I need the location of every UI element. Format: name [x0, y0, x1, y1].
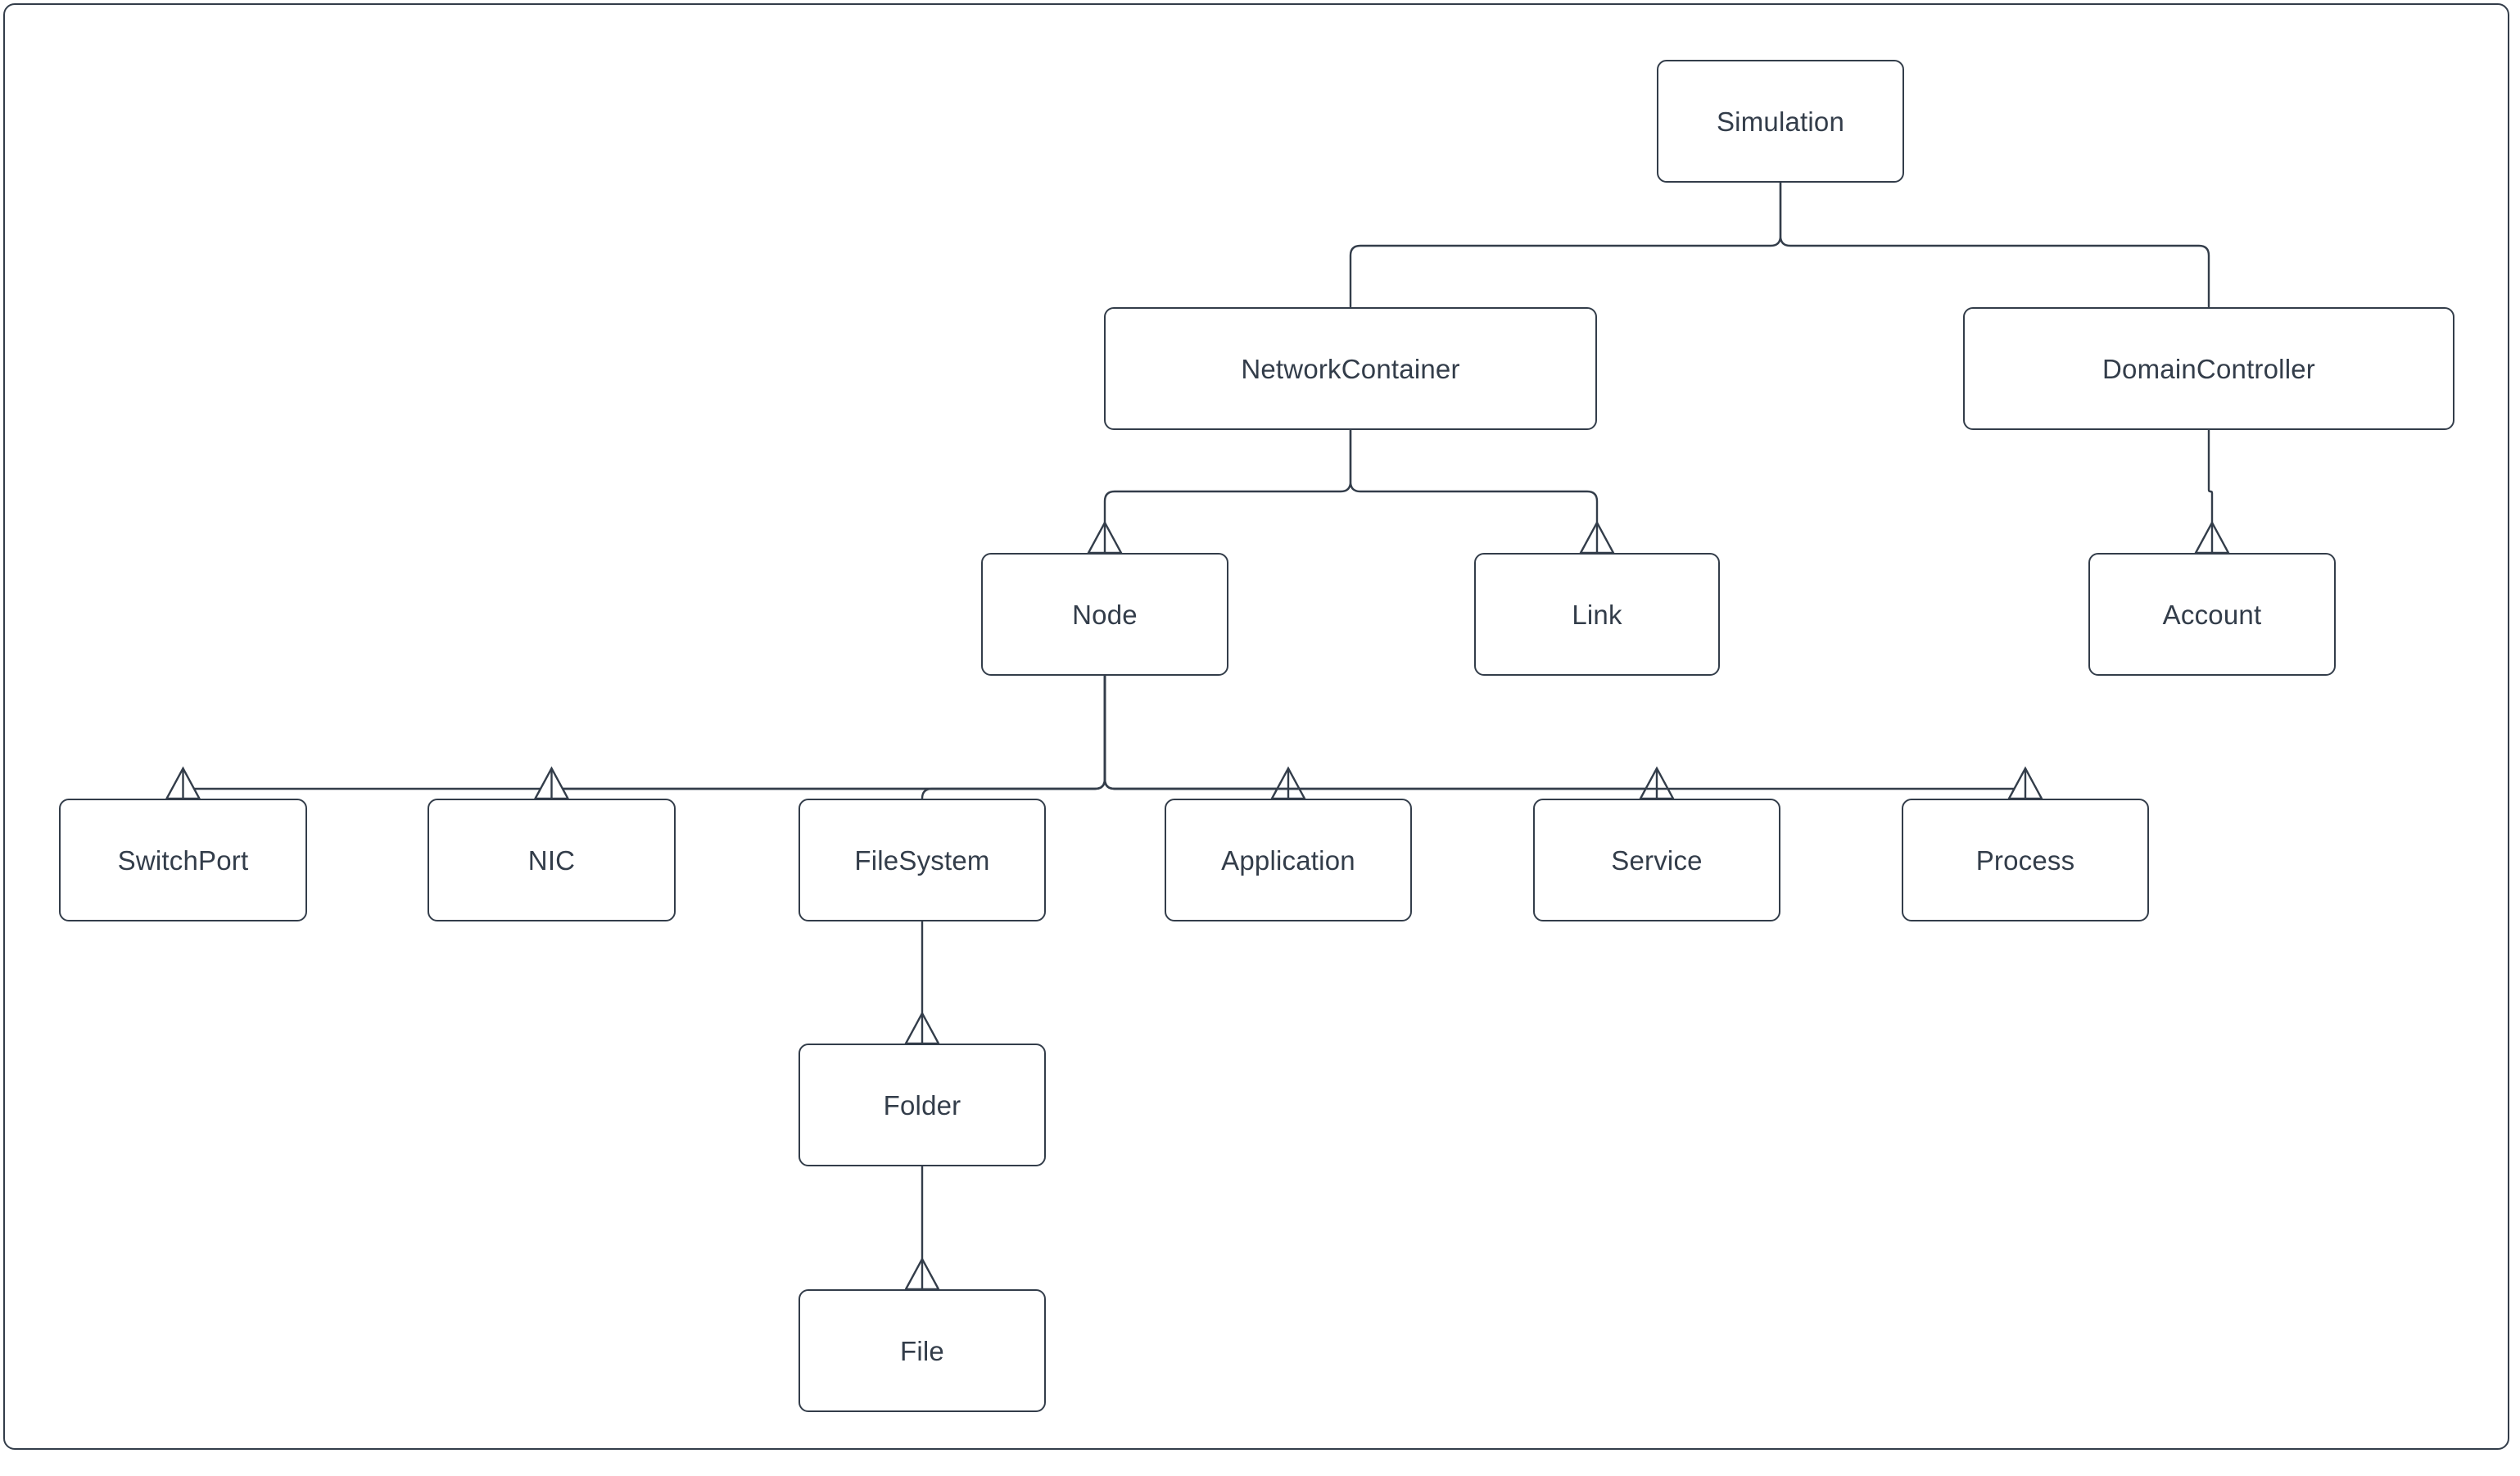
class-box-label: File [900, 1335, 944, 1366]
class-box-label: SwitchPort [117, 844, 249, 876]
class-box-process[interactable]: Process [1902, 799, 2149, 921]
class-box-label: NIC [527, 844, 576, 876]
class-box-label: Process [1975, 844, 2075, 876]
class-box-link[interactable]: Link [1474, 553, 1720, 676]
class-box-application[interactable]: Application [1165, 799, 1412, 921]
class-box-label: Link [1572, 599, 1622, 630]
class-box-label: FileSystem [854, 844, 990, 876]
class-box-label: Service [1611, 844, 1703, 876]
class-box-node[interactable]: Node [981, 553, 1228, 676]
class-box-network-container[interactable]: NetworkContainer [1104, 307, 1597, 430]
class-box-file[interactable]: File [799, 1289, 1046, 1412]
class-box-label: Node [1072, 599, 1138, 630]
class-box-label: DomainController [2102, 353, 2315, 384]
class-box-label: Application [1221, 844, 1355, 876]
class-box-account[interactable]: Account [2088, 553, 2336, 676]
class-box-label: Account [2162, 599, 2262, 630]
class-box-service[interactable]: Service [1533, 799, 1780, 921]
class-box-label: NetworkContainer [1241, 353, 1460, 384]
class-box-simulation[interactable]: Simulation [1657, 60, 1904, 183]
class-box-nic[interactable]: NIC [428, 799, 676, 921]
class-box-folder[interactable]: Folder [799, 1044, 1046, 1166]
class-box-label: Folder [883, 1089, 961, 1121]
diagram-frame [3, 3, 2509, 1450]
class-box-label: Simulation [1716, 106, 1845, 137]
class-box-domain-controller[interactable]: DomainController [1963, 307, 2454, 430]
class-box-filesystem[interactable]: FileSystem [799, 799, 1046, 921]
class-box-switchport[interactable]: SwitchPort [59, 799, 307, 921]
